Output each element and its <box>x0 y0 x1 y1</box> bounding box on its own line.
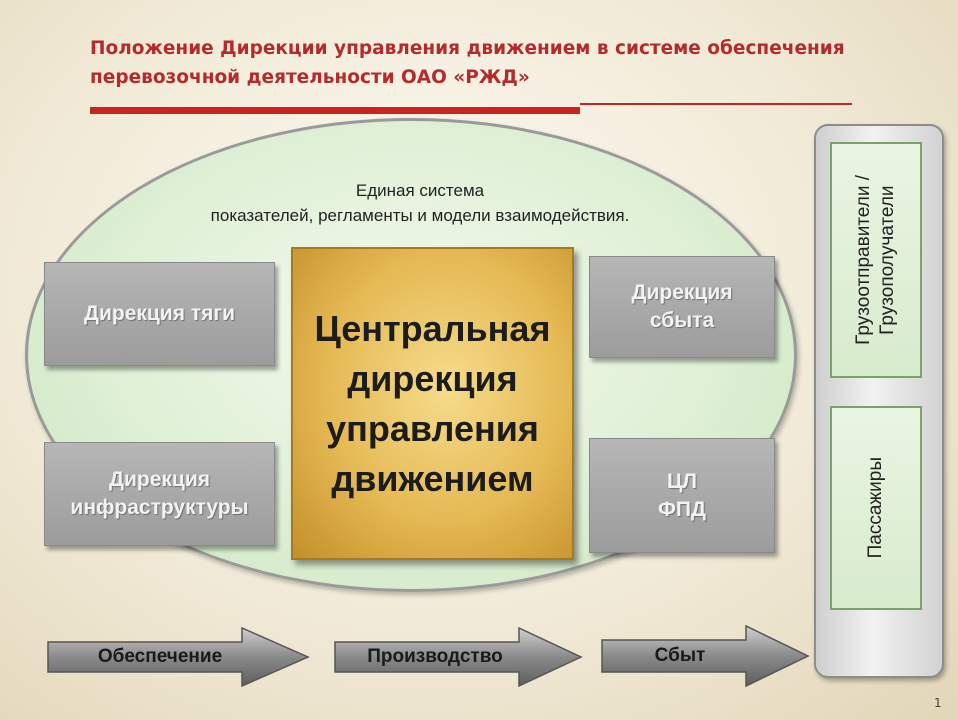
box-tsl-fpd: ЦЛ ФПД <box>589 438 775 553</box>
box-sales-directorate: Дирекция сбыта <box>589 256 775 358</box>
page-number: 1 <box>934 696 942 710</box>
title-underline-thin <box>580 103 852 105</box>
slide-title: Положение Дирекции управления движением … <box>90 38 845 88</box>
arrow-sales <box>601 624 810 688</box>
arrow-production-label: Производство <box>367 646 503 667</box>
ellipse-caption-line1: Единая система <box>355 181 485 200</box>
title-underline-thick <box>90 107 580 114</box>
ellipse-caption: Единая система показателей, регламенты и… <box>120 178 720 228</box>
freight-clients-box: Грузоотправители / Грузополучатели <box>830 142 922 378</box>
passengers-label: Пассажиры <box>865 457 886 559</box>
box-infrastructure-directorate: Дирекция инфраструктуры <box>44 442 275 546</box>
central-traffic-directorate: Центральная дирекция управления движение… <box>291 247 574 560</box>
arrow-provision-label: Обеспечение <box>97 646 223 667</box>
box-traction-directorate: Дирекция тяги <box>44 262 275 366</box>
arrow-sales-label: Сбыт <box>654 645 706 666</box>
arrow-production <box>334 626 583 688</box>
freight-clients-label: Грузоотправители / Грузополучатели <box>853 175 898 345</box>
ellipse-caption-line2: показателей, регламенты и модели взаимод… <box>210 206 630 225</box>
arrow-provision <box>47 626 310 688</box>
passengers-box: Пассажиры <box>830 406 922 610</box>
